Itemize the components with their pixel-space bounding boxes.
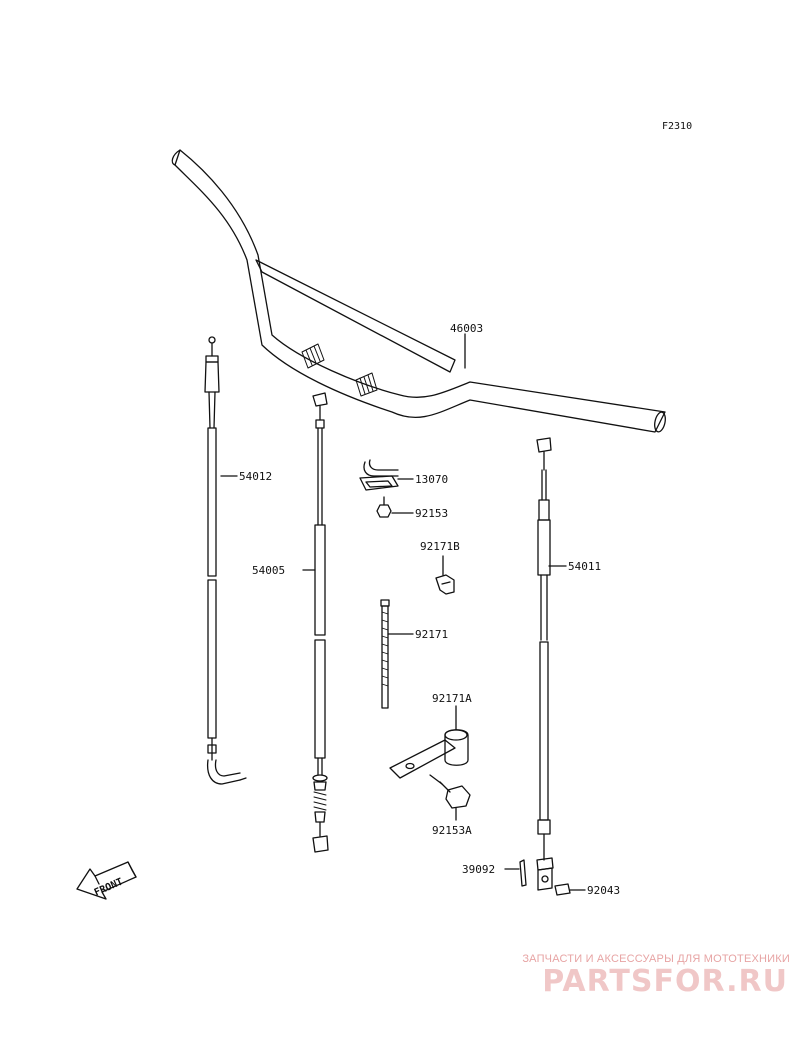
label-92153: 92153 [415,507,448,520]
strap-92171 [380,599,414,709]
label-46003: 46003 [450,322,483,335]
label-92171: 92171 [415,628,448,641]
handlebar [171,149,666,433]
label-92043: 92043 [587,884,620,897]
cable-54005 [302,392,329,853]
label-13070: 13070 [415,473,448,486]
cable-54012 [204,336,247,785]
label-54012: 54012 [239,470,272,483]
clip-92171B [435,555,455,595]
watermark-tagline: ЗАПЧАСТИ И АКСЕССУАРЫ ДЛЯ МОТОТЕХНИКИ [522,953,790,965]
bracket-92171A [389,705,471,821]
label-92171A: 92171A [432,692,472,705]
label-39092: 39092 [462,863,495,876]
label-92153A: 92153A [432,824,472,837]
clamp-13070 [359,459,414,518]
label-54005: 54005 [252,564,285,577]
cable-54011 [504,437,586,896]
watermark-logo: PARTSFOR.RU [542,964,788,999]
front-arrow [76,861,137,900]
label-92171B: 92171B [420,540,460,553]
diagram-code: F2310 [662,121,692,132]
label-54011: 54011 [568,560,601,573]
